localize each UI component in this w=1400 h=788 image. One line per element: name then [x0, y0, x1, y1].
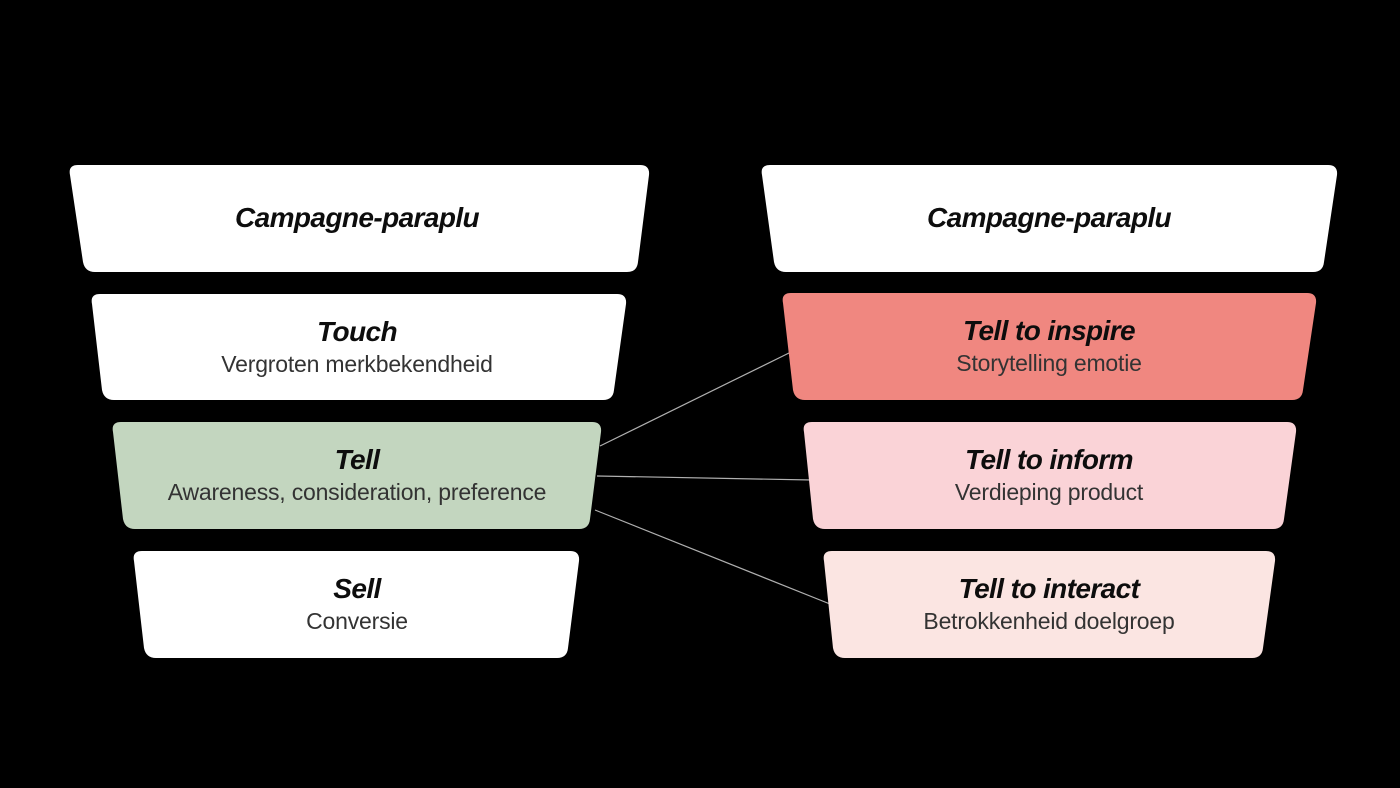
funnel-stage-shape-tell-to-inform	[803, 422, 1297, 529]
funnel-stage-shape-touch	[91, 294, 627, 400]
connector-line-tell-to-interact	[594, 509, 831, 605]
right-funnel-shapes	[761, 165, 1338, 658]
funnel-stage-shape-tell-to-inspire	[782, 293, 1317, 400]
left-funnel-shapes	[69, 165, 650, 658]
funnel-stage-shape-sell	[133, 551, 580, 658]
funnel-stage-shape-tell-to-interact	[823, 551, 1276, 658]
funnel-stage-shape-tell	[112, 422, 602, 529]
connector-lines	[594, 351, 831, 605]
funnel-stage-shape-campagne-paraplu-left	[69, 165, 650, 272]
connector-line-tell-to-inspire	[599, 351, 792, 447]
funnel-stage-shape-campagne-paraplu-right	[761, 165, 1338, 272]
connector-line-tell-to-inform	[596, 475, 813, 481]
